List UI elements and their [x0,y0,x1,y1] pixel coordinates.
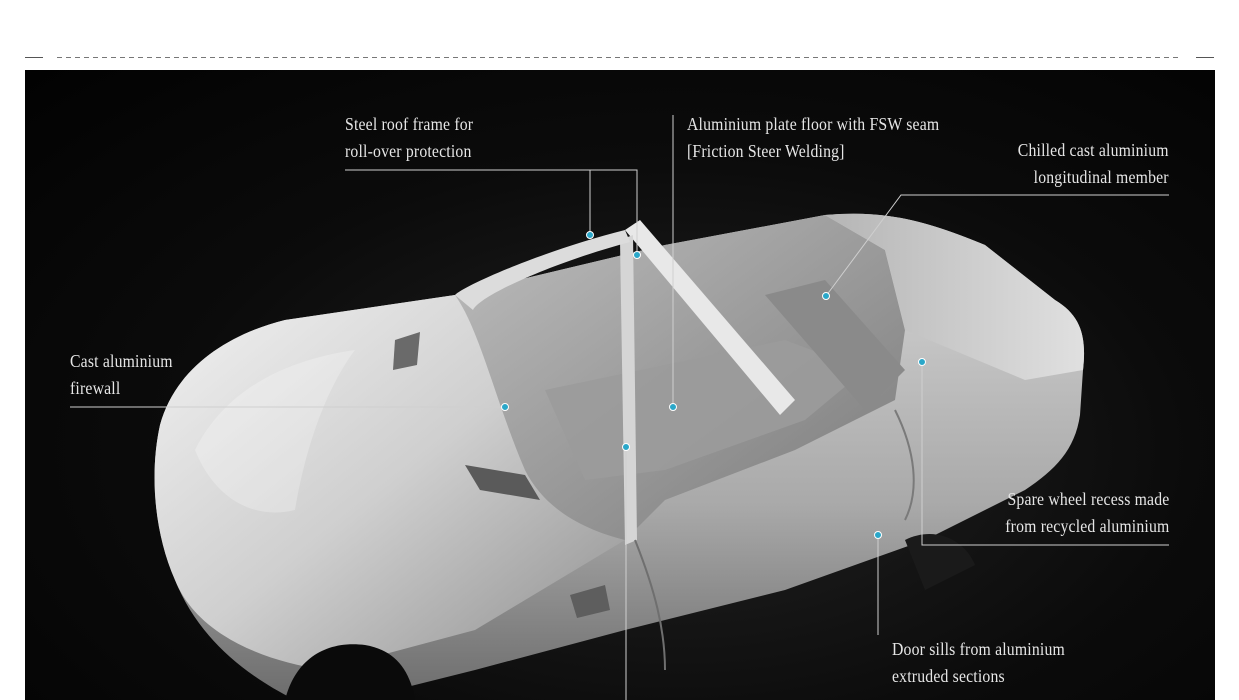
label-spare-wheel-line1: Spare wheel recess made [1006,489,1169,509]
marker-floor-lower [622,443,630,451]
marker-firewall [501,403,509,411]
leader-longitudinal [825,194,1169,297]
label-door-sills: Door sills from aluminium extruded secti… [892,636,1065,689]
leader-roof-frame [345,169,638,255]
label-plate-floor-line2: [Friction Steer Welding] [687,140,845,161]
label-firewall-line1: Cast aluminium [70,351,173,371]
marker-door-sills [874,531,882,539]
label-firewall-line2: firewall [70,377,121,398]
marker-roof-frame-a [586,231,594,239]
label-roof-frame: Steel roof frame for roll-over protectio… [345,111,473,164]
diagram-panel: Steel roof frame for roll-over protectio… [25,70,1215,700]
marker-roof-frame-b [633,251,641,259]
car-body [154,213,1085,700]
label-spare-wheel: Spare wheel recess made from recycled al… [1005,486,1169,539]
label-plate-floor: Aluminium plate floor with FSW seam [Fri… [687,111,939,164]
label-longitudinal: Chilled cast aluminium longitudinal memb… [1018,137,1169,190]
label-roof-frame-line1: Steel roof frame for [345,114,474,134]
label-plate-floor-line1: Aluminium plate floor with FSW seam [687,114,940,134]
label-door-sills-line2: extruded sections [892,665,1005,686]
label-roof-frame-line2: roll-over protection [345,140,472,161]
label-spare-wheel-line2: from recycled aluminium [1004,515,1169,536]
label-longitudinal-line1: Chilled cast aluminium [1018,140,1169,160]
label-longitudinal-line2: longitudinal member [1033,166,1169,187]
car-body-illustration [70,115,1169,700]
label-door-sills-line1: Door sills from aluminium [892,639,1065,659]
top-rule [25,57,1214,59]
leader-lines [70,115,1169,700]
marker-longitudinal [822,292,830,300]
label-firewall: Cast aluminium firewall [70,348,173,401]
marker-plate-floor [669,403,677,411]
marker-spare-wheel [918,358,926,366]
markers [501,231,926,539]
leader-spare-wheel [921,362,1169,546]
